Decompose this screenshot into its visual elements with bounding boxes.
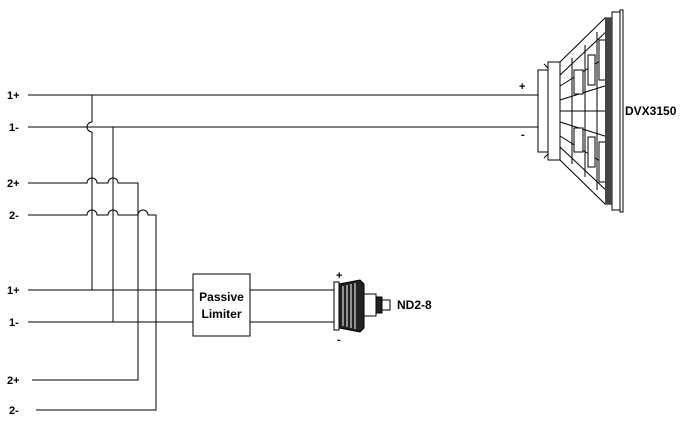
driver-pos-label: + xyxy=(336,270,342,282)
limiter-label-line1: Passive xyxy=(199,290,244,304)
compression-driver-icon xyxy=(333,279,391,333)
passive-limiter-box xyxy=(192,273,251,337)
woofer-neg-label: - xyxy=(521,129,525,141)
terminal-label-in1-neg: 1- xyxy=(9,122,19,134)
woofer-pos-label: + xyxy=(519,81,525,93)
driver-neg-label: - xyxy=(337,334,341,346)
terminal-label-in2-neg: 2- xyxy=(9,210,19,222)
terminal-label-in2-pos: 2+ xyxy=(7,178,20,190)
driver-name-label: ND2-8 xyxy=(397,298,432,312)
limiter-label-line2: Limiter xyxy=(201,307,241,321)
wire-drop-1neg xyxy=(28,127,114,323)
terminal-label-out2-pos: 2+ xyxy=(7,375,20,387)
terminal-label-out2-neg: 2- xyxy=(9,405,19,416)
terminal-label-in1-pos: 1+ xyxy=(7,90,20,102)
woofer-icon xyxy=(537,9,624,213)
woofer-name-label: DVX3150 xyxy=(625,104,677,118)
terminal-label-out1-pos: 1+ xyxy=(7,285,20,297)
wire-drop-1pos xyxy=(28,95,93,291)
terminal-label-out1-neg: 1- xyxy=(9,317,19,329)
wire-in2-pos xyxy=(28,177,139,381)
